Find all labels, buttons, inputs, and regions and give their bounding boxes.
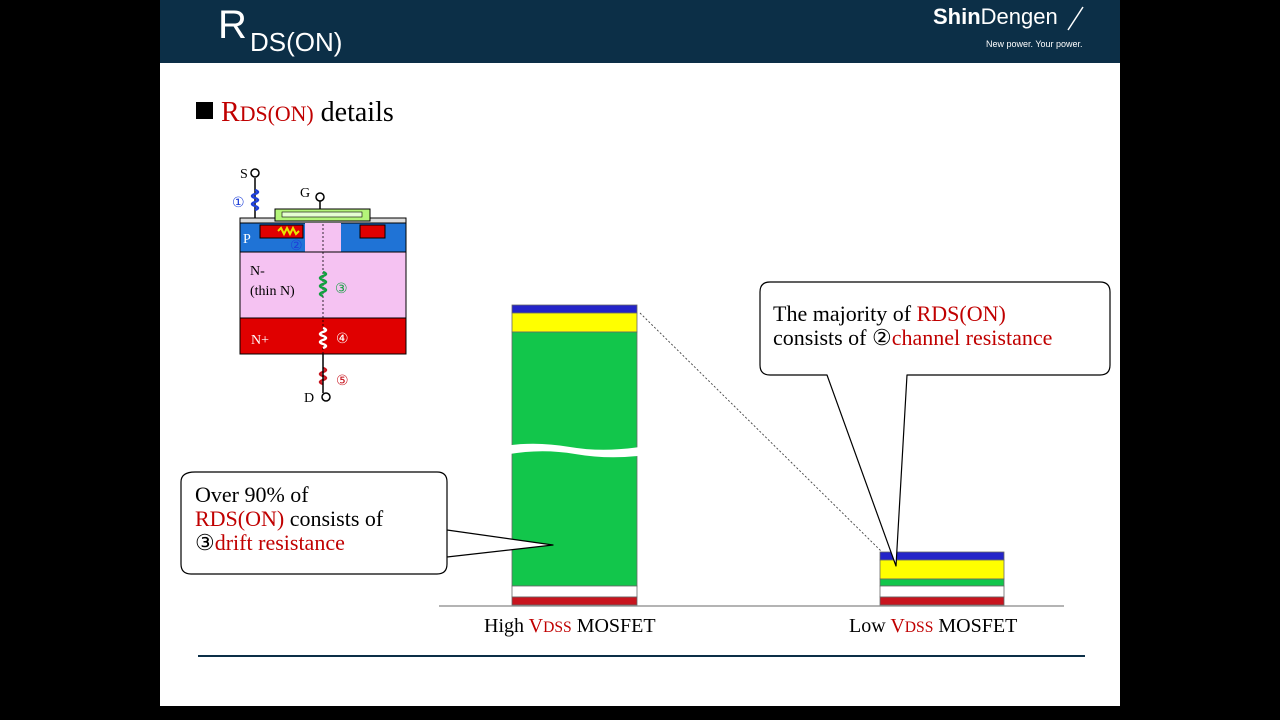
zoom-guide-line <box>639 312 883 553</box>
drift-callout-highlight: drift resistance <box>214 530 345 555</box>
channel-callout-line1: The majority of <box>773 301 917 326</box>
heading-rest: details <box>320 97 394 128</box>
marker-1: ① <box>232 195 245 211</box>
channel-callout-rdson: RDS(ON) <box>916 301 1006 326</box>
marker-3: ③ <box>335 281 348 297</box>
channel-callout-number: ② <box>872 325 892 350</box>
high-segment-1 <box>511 304 638 314</box>
resistor-4-icon <box>318 326 328 350</box>
drift-callout-line1: Over 90% of <box>195 482 309 507</box>
high-label-subscript: DSS <box>543 619 572 636</box>
low-segment-2 <box>879 559 1005 580</box>
gate-inner <box>281 211 363 218</box>
high-label-prefix: High <box>484 615 529 637</box>
label-gate: G <box>300 186 310 201</box>
channel-callout-bubble <box>759 281 1111 567</box>
drift-callout-rdson: RDS(ON) <box>195 506 285 531</box>
low-vdss-bar <box>879 551 1005 606</box>
source-n-right <box>359 224 386 239</box>
drift-callout-line2: consists of <box>284 506 384 531</box>
gate-terminal-icon <box>315 192 325 202</box>
resistor-1-icon <box>250 188 260 212</box>
label-drain: D <box>304 391 314 406</box>
low-segment-3 <box>879 578 1005 587</box>
high-segment-5 <box>511 596 638 606</box>
heading-subscript: DS(ON) <box>239 102 314 126</box>
logo-bold: Shin <box>933 4 981 29</box>
low-label-subscript: DSS <box>904 619 934 636</box>
drift-callout-number: ③ <box>195 530 215 555</box>
low-segment-4 <box>879 585 1005 598</box>
label-n-minus: N- <box>250 264 265 279</box>
slide-title-subscript: DS(ON) <box>250 27 343 57</box>
label-thin-n: (thin N) <box>250 284 295 299</box>
marker-5: ⑤ <box>336 373 349 389</box>
header-bar: R DS(ON) ShinDengen New power. Your powe… <box>160 0 1120 63</box>
high-vdss-label: High VDSS MOSFET <box>484 614 656 640</box>
drain-terminal-icon <box>321 392 331 402</box>
resistor-3-icon <box>318 270 328 298</box>
slide: R DS(ON) ShinDengen New power. Your powe… <box>160 0 1120 706</box>
logo-regular: Dengen <box>980 4 1058 29</box>
slide-title: R <box>218 3 247 47</box>
section-heading: RDS(ON) details <box>196 95 394 132</box>
label-source: S <box>240 167 248 182</box>
channel-callout-highlight: channel resistance <box>891 325 1053 350</box>
marker-2: ② <box>290 238 303 254</box>
bullet-square-icon <box>196 102 213 119</box>
company-logo: ShinDengen <box>933 4 1058 30</box>
mosfet-cross-section: S G D P N- (thin N) N+ ① ② ③ ④ ⑤ <box>232 167 407 406</box>
low-vdss-label: Low VDSS MOSFET <box>849 614 1017 640</box>
high-segment-4 <box>511 585 638 598</box>
high-label-suffix: MOSFET <box>571 615 656 637</box>
low-label-v: V <box>890 615 905 637</box>
channel-callout-text: The majority of RDS(ON) consists of ②cha… <box>773 302 1052 350</box>
drift-callout-text: Over 90% of RDS(ON) consists of ③drift r… <box>195 483 383 555</box>
channel-callout-line2: consists of <box>773 325 872 350</box>
label-n-plus: N+ <box>251 333 269 348</box>
footer-rule <box>198 655 1085 657</box>
low-label-prefix: Low <box>849 615 891 637</box>
high-segment-2 <box>511 312 638 333</box>
low-segment-5 <box>879 596 1005 606</box>
heading-prefix: R <box>221 97 240 128</box>
source-terminal-icon <box>250 168 260 178</box>
axis-break-icon <box>504 443 646 458</box>
logo-tagline: New power. Your power. <box>986 39 1083 49</box>
rdson-diagram: S G D P N- (thin N) N+ ① ② ③ ④ ⑤ <box>180 167 1111 607</box>
low-segment-1 <box>879 551 1005 561</box>
drift-callout-bubble <box>180 471 554 575</box>
high-vdss-bar <box>504 304 646 606</box>
high-label-v: V <box>528 615 544 637</box>
low-label-suffix: MOSFET <box>933 615 1018 637</box>
resistor-2-icon <box>277 225 300 237</box>
label-p: P <box>243 232 251 247</box>
marker-4: ④ <box>336 331 349 347</box>
